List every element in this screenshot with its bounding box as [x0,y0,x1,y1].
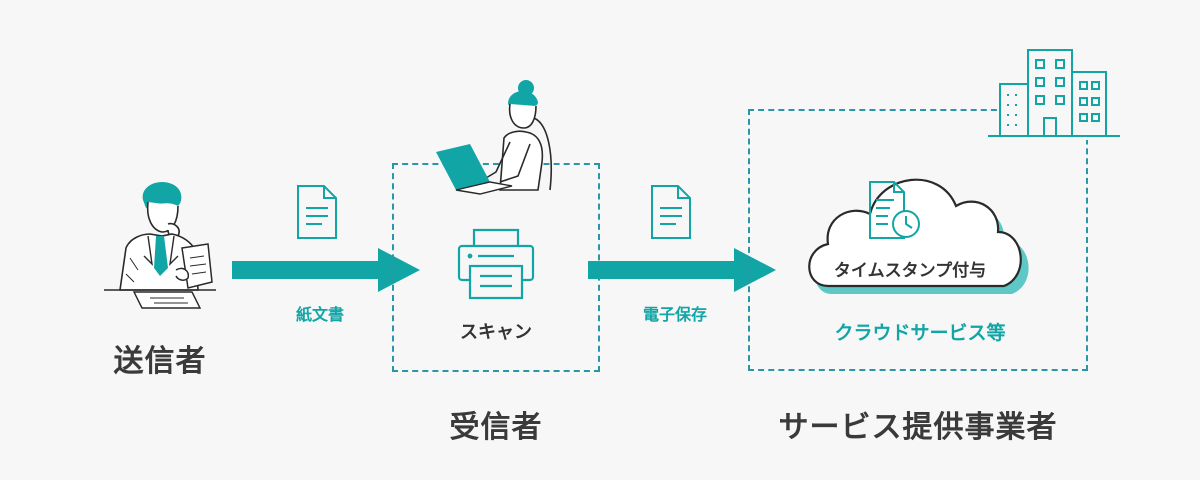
receiver-label: 受信者 [449,410,543,445]
cloud-service-label: クラウドサービス等 [834,322,1006,344]
scan-label: スキャン [460,322,532,343]
flow-arrow-2 [588,248,776,292]
sender-label: 送信者 [113,344,207,379]
flow-label-electronic: 電子保存 [642,305,707,324]
document-icon [651,185,691,239]
businessman-reading-icon [104,181,216,309]
woman-laptop-icon [436,80,553,195]
office-building-icon [986,49,1122,140]
provider-label: サービス提供事業者 [778,410,1058,445]
printer-icon [457,228,535,300]
flow-label-paper: 紙文書 [295,305,344,324]
document-icon [297,185,337,239]
flow-arrow-1 [232,248,420,292]
timestamp-label: タイムスタンプ付与 [833,261,987,281]
document-clock-icon [869,181,920,239]
provider-box [748,109,1088,371]
